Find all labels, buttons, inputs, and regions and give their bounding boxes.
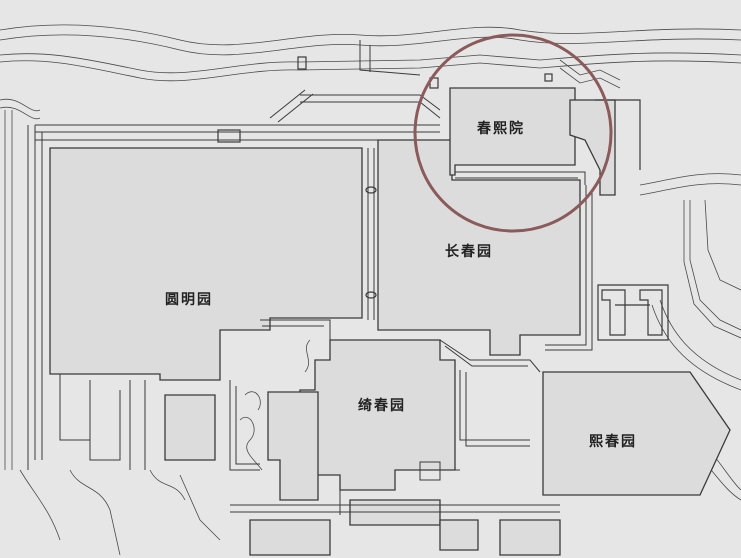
regions	[49, 87, 731, 556]
region-xichunyuan	[542, 371, 731, 496]
label-changchunyuan: 长春园	[445, 243, 493, 260]
label-xichunyuan: 熙春园	[589, 433, 637, 450]
region-labels: 春熙院 长春园 圆明园 绮春园 熙春园	[165, 120, 637, 450]
roads	[19, 40, 593, 556]
region-yuanmingyuan	[49, 147, 363, 381]
label-chunxiyuan: 春熙院	[476, 120, 525, 137]
label-qichunyuan: 绮春园	[358, 397, 406, 414]
label-yuanmingyuan: 圆明园	[165, 292, 213, 308]
region-qichunyuan	[299, 339, 456, 491]
highlight-circle	[413, 33, 613, 233]
region-chunxiyuan	[449, 87, 576, 176]
